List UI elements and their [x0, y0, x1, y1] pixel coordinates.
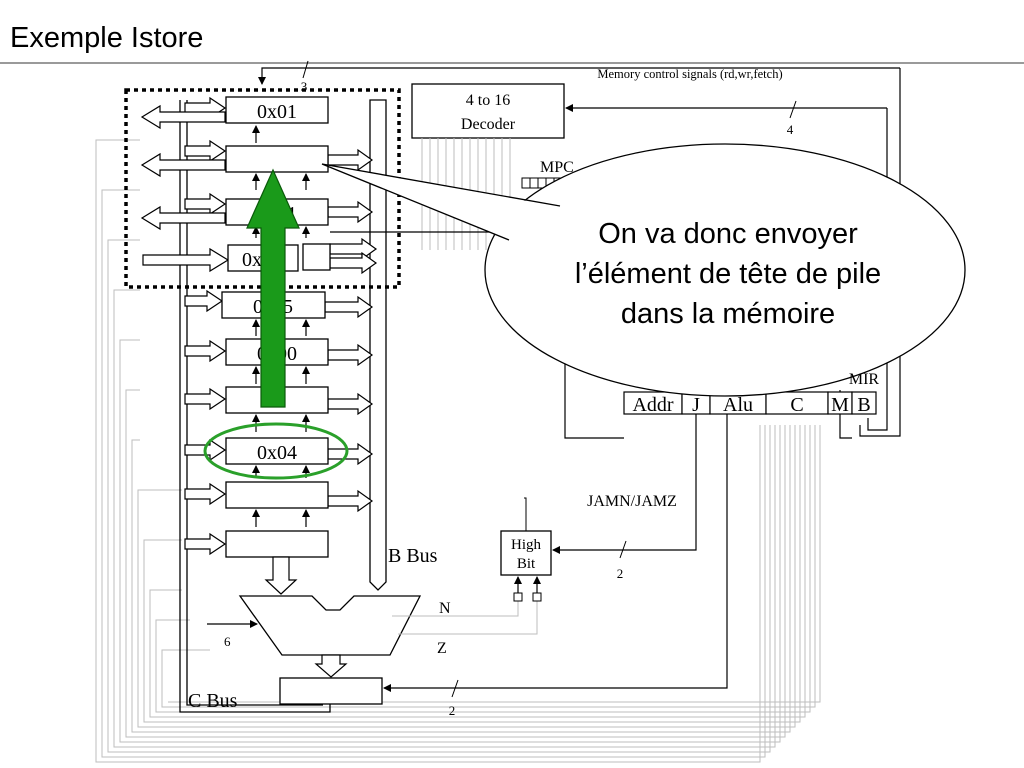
register-output-arrows — [324, 148, 378, 513]
callout-text: On va donc envoyer l’élément de tête de … — [574, 218, 882, 330]
high-bit-box — [500, 530, 552, 576]
n-label: N — [439, 600, 451, 617]
c-bus-label: C Bus — [188, 690, 238, 712]
mir-fields — [623, 391, 877, 415]
mir-c: C — [790, 394, 803, 416]
register-1 — [225, 145, 329, 173]
green-up-arrow — [246, 168, 300, 408]
register-9 — [225, 530, 329, 558]
b-bus-label: B Bus — [388, 545, 438, 567]
mir-label: MIR — [849, 371, 880, 388]
bus-width-2-b: 2 — [449, 703, 456, 718]
decoder — [411, 83, 565, 139]
a-input-arrow — [264, 556, 298, 595]
mir-b: B — [857, 394, 870, 416]
memory-control-label: Memory control signals (rd,wr,fetch) — [597, 67, 782, 81]
register-7-value: 0x04 — [257, 442, 297, 464]
alu — [238, 595, 422, 656]
register-0-value: 0x01 — [257, 101, 297, 123]
shifter — [279, 677, 383, 705]
bus-width-4: 4 — [787, 122, 794, 137]
title-divider — [0, 62, 1024, 64]
high-bit-label-1: High — [511, 537, 542, 553]
bus-width-3: 3 — [301, 79, 308, 94]
decoder-label-2: Decoder — [461, 116, 516, 133]
left-output-arrows — [140, 104, 230, 273]
register-control-arrows — [252, 125, 310, 527]
register-3-value: 0x — [242, 249, 262, 271]
jamn-label: JAMN/JAMZ — [587, 493, 677, 510]
n-flipflop — [513, 592, 523, 602]
register-3-latch — [302, 243, 331, 271]
register-0 — [225, 96, 329, 124]
callout-ellipse — [484, 143, 966, 397]
register-7 — [225, 437, 329, 465]
mir-m: M — [831, 394, 849, 416]
mir-addr: Addr — [632, 394, 673, 416]
z-flipflop — [532, 592, 542, 602]
decoder-label-1: 4 to 16 — [466, 92, 510, 109]
slide-title: Exemple Istore — [10, 22, 204, 54]
register-8 — [225, 481, 329, 509]
control-wires — [95, 139, 821, 763]
bus-width-6: 6 — [224, 634, 231, 649]
callout-pointer — [321, 163, 561, 241]
high-bit-label-2: Bit — [517, 556, 536, 572]
alu-output-arrow — [314, 654, 348, 678]
z-label: Z — [437, 640, 447, 657]
bus-width-2-a: 2 — [617, 566, 624, 581]
mir-j: J — [692, 394, 700, 416]
mpc-label: MPC — [540, 159, 574, 176]
mir-alu: Alu — [723, 394, 753, 416]
highlight-ellipse — [203, 422, 349, 480]
